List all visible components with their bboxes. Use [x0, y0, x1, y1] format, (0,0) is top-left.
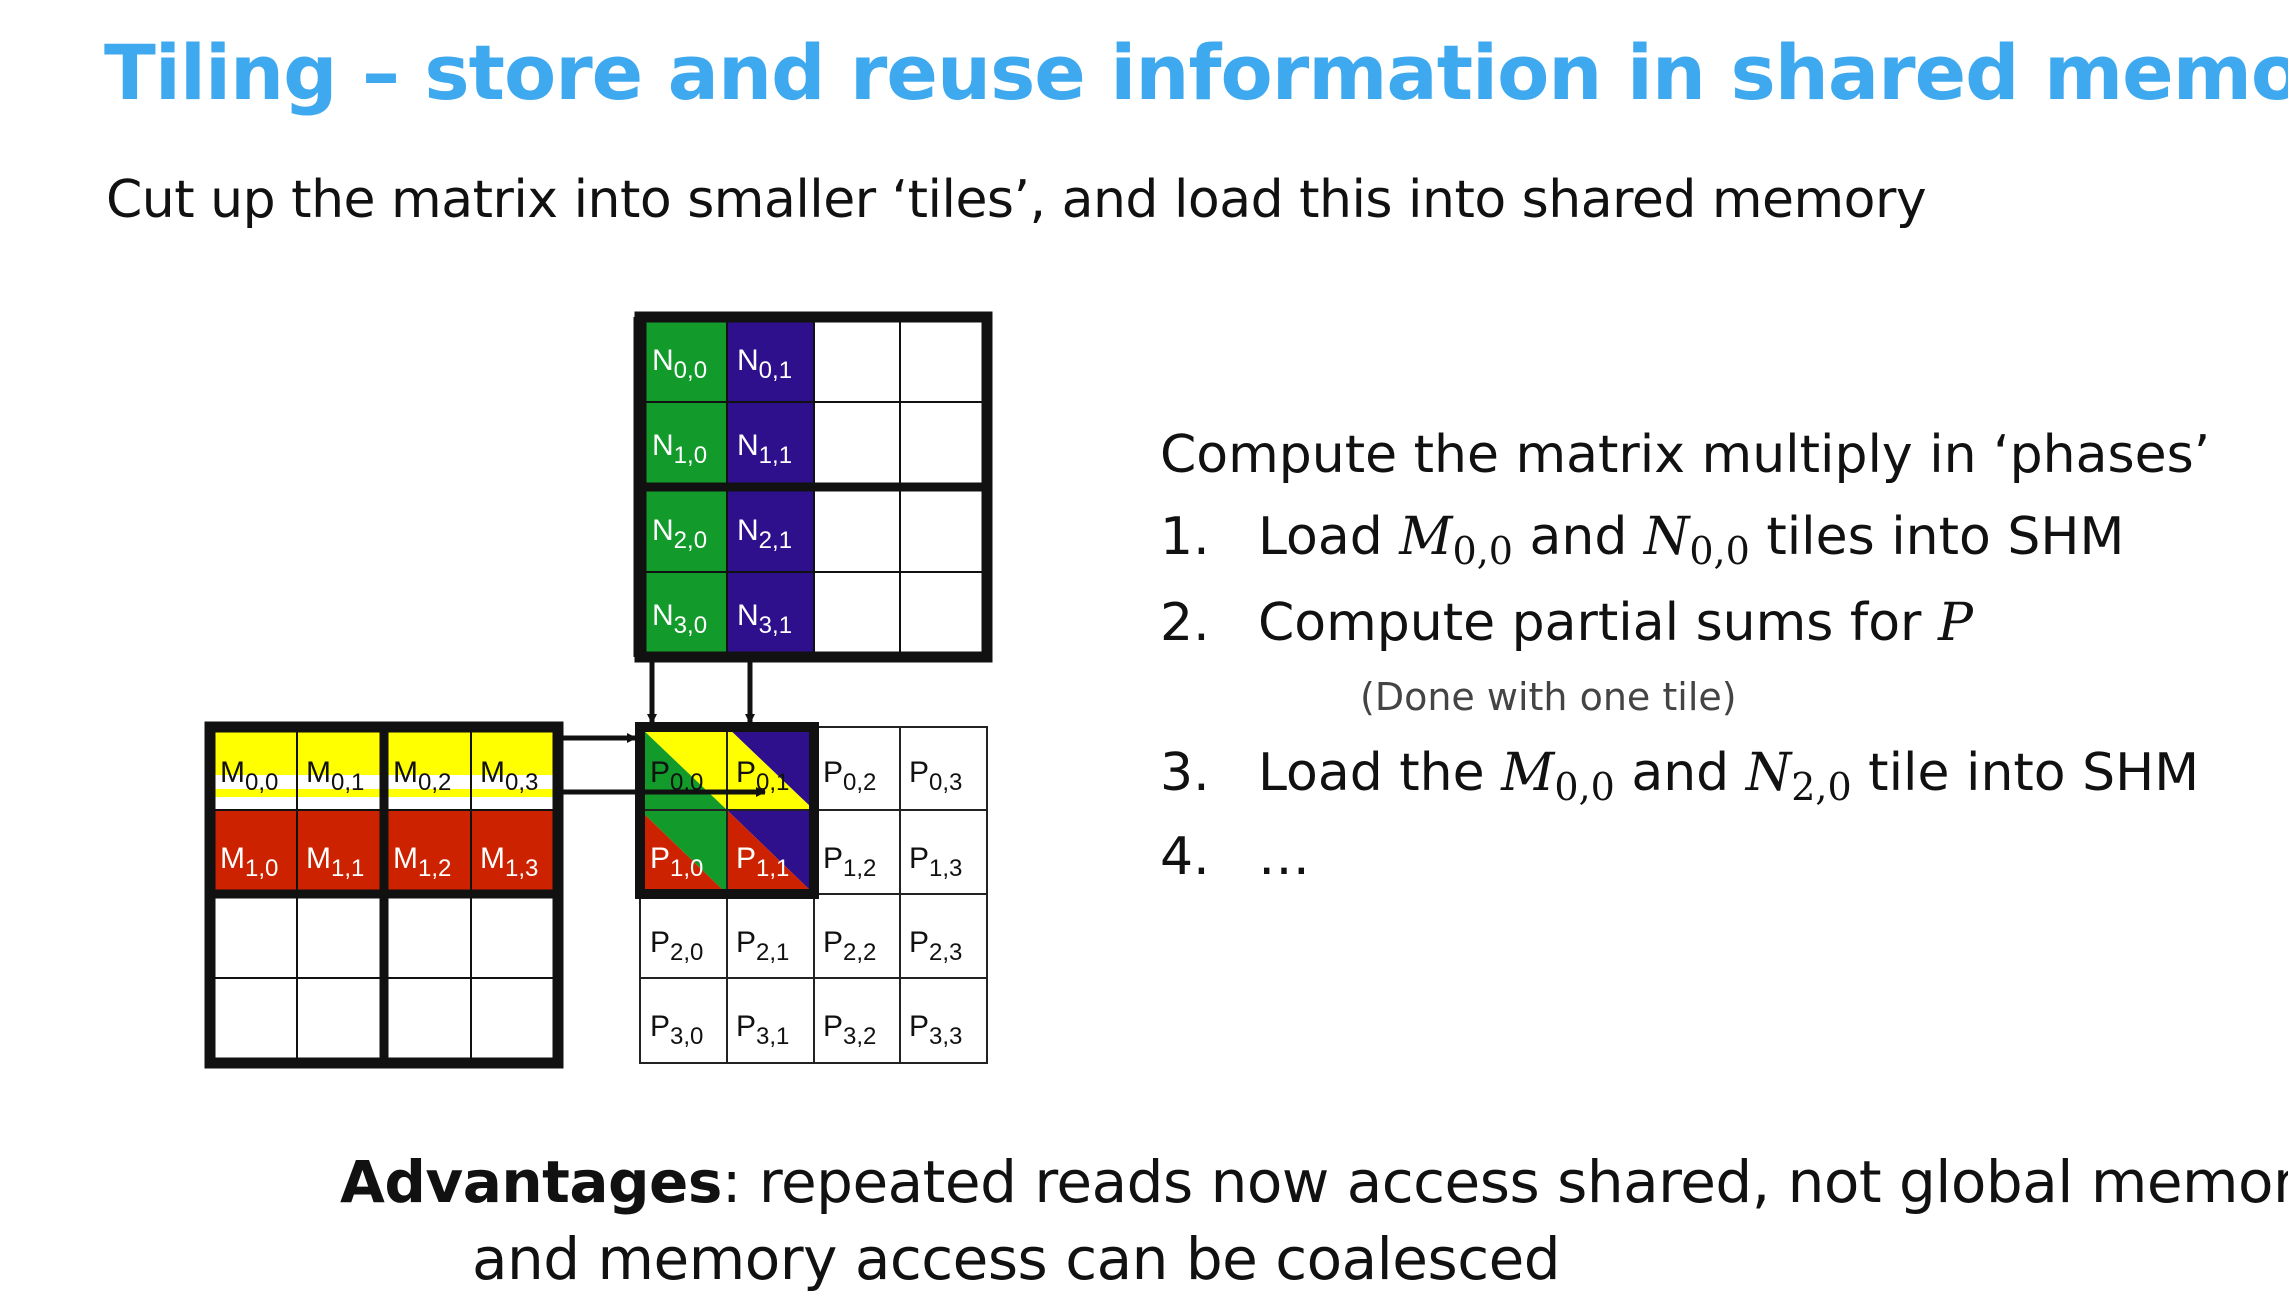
- advantages-line-2: and memory access can be coalesced: [472, 1225, 1561, 1293]
- p-label-3-3: P3,3: [909, 1010, 962, 1050]
- p-label-1-1: P1,1: [736, 842, 789, 882]
- n-label-1-0: N1,0: [652, 429, 707, 469]
- m-label-1-0: M1,0: [220, 842, 278, 882]
- step-4-text: …: [1258, 827, 1310, 887]
- m-label-0-1: M0,1: [306, 756, 364, 796]
- step-4-number: 4.: [1160, 827, 1210, 887]
- p-label-1-2: P1,2: [823, 842, 876, 882]
- p-label-2-2: P2,2: [823, 926, 876, 966]
- p-label-2-3: P2,3: [909, 926, 962, 966]
- arrows: [558, 657, 766, 797]
- advantages-label: Advantages: [340, 1148, 722, 1216]
- advantages-line-1: Advantages: repeated reads now access sh…: [340, 1148, 2288, 1216]
- p-tri-1-1-red: [727, 810, 814, 894]
- advantages-text-1: : repeated reads now access shared, not …: [721, 1148, 2288, 1216]
- n-cell-bg-2-0: [640, 487, 727, 572]
- n-cell-bg-2-1: [727, 487, 814, 572]
- matrix-m: M0,0 M0,1 M0,2 M0,3 M1,0 M1,1 M1,2 M1,3: [204, 721, 564, 1069]
- n-label-3-1: N3,1: [737, 599, 792, 639]
- matrix-p: P0,0 P0,1 P0,2 P0,3 P1,0 P1,1 P1,2 P1,3 …: [635, 722, 988, 1064]
- n-label-2-1: N2,1: [737, 514, 792, 554]
- slide-subtitle: Cut up the matrix into smaller ‘tiles’, …: [106, 170, 1927, 230]
- n-label-2-0: N2,0: [652, 514, 707, 554]
- n-label-1-1: N1,1: [737, 429, 792, 469]
- p-label-2-0: P2,0: [650, 926, 703, 966]
- step-2-note: (Done with one tile): [1360, 675, 1737, 719]
- p-label-1-0: P1,0: [650, 842, 703, 882]
- p-label-2-1: P2,1: [736, 926, 789, 966]
- m-label-0-2: M0,2: [393, 756, 451, 796]
- step-1-number: 1.: [1160, 507, 1210, 567]
- n-cell-bg-1-1: [727, 402, 814, 487]
- m-label-0-3: M0,3: [480, 756, 538, 796]
- p-label-3-0: P3,0: [650, 1010, 703, 1050]
- n-cell-bg-1-0: [640, 402, 727, 487]
- p-label-1-3: P1,3: [909, 842, 962, 882]
- step-2-text: Compute partial sums for P: [1258, 593, 1973, 653]
- phases-intro: Compute the matrix multiply in ‘phases’: [1160, 425, 2211, 485]
- p-label-0-3: P0,3: [909, 756, 962, 796]
- n-cell-bg-0-0: [640, 317, 727, 402]
- n-cell-bg-3-1: [727, 572, 814, 657]
- p-label-3-2: P3,2: [823, 1010, 876, 1050]
- p-label-3-1: P3,1: [736, 1010, 789, 1050]
- tiling-diagram: N0,0 N0,1 N1,0 N1,1 N2,0 N2,1 N3,0 N3,1 …: [204, 311, 993, 1069]
- step-3-number: 3.: [1160, 743, 1210, 803]
- n-label-3-0: N3,0: [652, 599, 707, 639]
- p-tri-1-0-red: [640, 810, 727, 894]
- slide-title: Tiling – store and reuse information in …: [104, 28, 2288, 117]
- p-tri-0-0-green: [640, 727, 727, 810]
- m-label-0-0: M0,0: [220, 756, 278, 796]
- matrix-n: N0,0 N0,1 N1,0 N1,1 N2,0 N2,1 N3,0 N3,1: [633, 311, 993, 663]
- n-cell-bg-3-0: [640, 572, 727, 657]
- n-label-0-0: N0,0: [652, 344, 707, 384]
- m-label-1-2: M1,2: [393, 842, 451, 882]
- p-label-0-2: P0,2: [823, 756, 876, 796]
- step-2-number: 2.: [1160, 593, 1210, 653]
- m-label-1-3: M1,3: [480, 842, 538, 882]
- m-label-1-1: M1,1: [306, 842, 364, 882]
- n-cell-bg-0-1: [727, 317, 814, 402]
- step-1-text: Load M0,0 and N0,0 tiles into SHM: [1258, 507, 2125, 573]
- n-label-0-1: N0,1: [737, 344, 792, 384]
- p-label-0-1: P0,1: [736, 756, 789, 796]
- step-3-text: Load the M0,0 and N2,0 tile into SHM: [1258, 743, 2200, 809]
- p-tri-0-1-yellow: [727, 727, 814, 810]
